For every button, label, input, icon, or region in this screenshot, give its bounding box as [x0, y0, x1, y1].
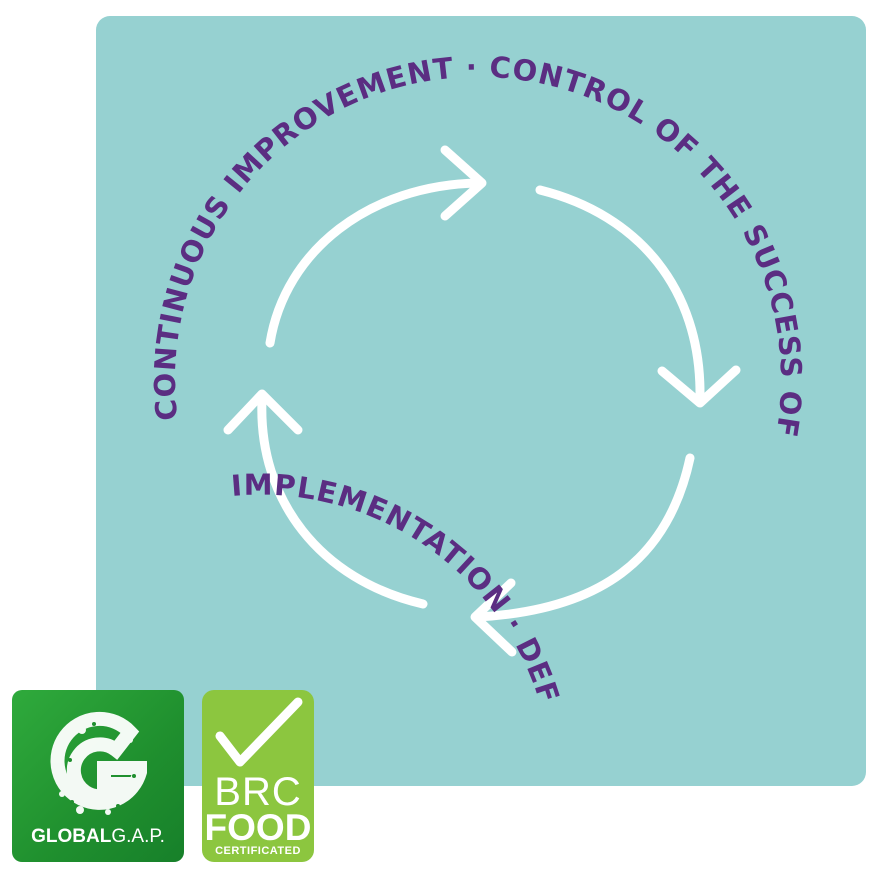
cycle-arrows: [223, 145, 741, 657]
arrow-bottom-left: [257, 395, 428, 609]
arrow-bottom-right: [473, 453, 695, 622]
brc-food-logo: BRC FOOD CERTIFICATED: [202, 690, 314, 862]
ring-label-implementation-definition: IMPLEMENTATION · DEFINITION ·: [230, 468, 880, 863]
certificated-label: CERTIFICATED: [215, 845, 301, 857]
diagram-panel: [96, 16, 866, 786]
arrow-head-right: [657, 365, 741, 408]
checkmark-icon: [215, 697, 303, 767]
brc-label: BRC: [214, 770, 302, 814]
arrow-top-left: [265, 178, 483, 348]
ring-label-top: CONTINUOUS IMPROVEMENT · CONTROL OF THE …: [0, 0, 808, 440]
g-collage-icon: [50, 711, 147, 815]
arrow-head-bottom: [470, 578, 517, 657]
arrow-head-top: [440, 145, 487, 221]
globalgap-wordmark: GLOBALG.A.P.: [31, 826, 165, 847]
food-label: FOOD: [204, 807, 312, 848]
arrow-head-left: [223, 389, 303, 435]
globalgap-logo: GLOBALG.A.P.: [12, 690, 184, 862]
arrow-top-right: [535, 185, 705, 398]
